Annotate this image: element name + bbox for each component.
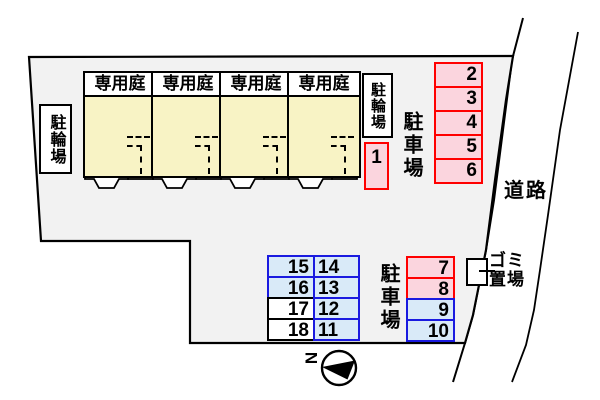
parking-space-3: 3 <box>434 86 483 112</box>
parking-space-15: 15 <box>267 255 315 278</box>
parking-space-1: 1 <box>364 142 389 190</box>
entry-path-dashed <box>331 136 354 138</box>
road-label: 道路 <box>504 180 548 202</box>
bicycle-parking-label: 駐輪場 <box>47 113 65 165</box>
bicycle-parking-box-middle: 駐輪場 <box>362 73 393 138</box>
building-unit-3: 専用庭 <box>219 71 293 178</box>
road-outer-edge-line <box>511 31 579 383</box>
private-garden-label: 専用庭 <box>289 73 359 97</box>
car-parking-label-upper: 駐車場 <box>400 111 422 180</box>
parking-space-6: 6 <box>434 158 483 184</box>
entry-path-dashed <box>127 145 142 174</box>
parking-space-10: 10 <box>406 319 455 342</box>
parking-space-18: 18 <box>267 318 315 341</box>
bicycle-parking-box-left: 駐輪場 <box>39 104 72 174</box>
garbage-leader-line <box>479 270 495 272</box>
parking-space-4: 4 <box>434 110 483 136</box>
compass-north-letter: N <box>302 351 321 365</box>
private-garden-label: 専用庭 <box>153 73 223 97</box>
north-compass-icon <box>320 349 358 387</box>
parking-space-14: 14 <box>313 255 360 278</box>
entry-path-dashed <box>331 145 346 174</box>
garbage-label-line1: ゴミ <box>489 251 525 270</box>
entry-path-dashed <box>263 145 278 174</box>
entry-path-dashed <box>263 136 286 138</box>
parking-space-12: 12 <box>313 297 360 320</box>
private-garden-label: 専用庭 <box>85 73 155 97</box>
garbage-label-line2: 置場 <box>489 270 525 289</box>
parking-space-9: 9 <box>406 298 455 321</box>
parking-space-11: 11 <box>313 318 360 341</box>
entry-path-dashed <box>195 145 210 174</box>
parking-space-13: 13 <box>313 276 360 299</box>
entry-path-dashed <box>195 136 218 138</box>
parking-space-8: 8 <box>406 277 455 300</box>
garbage-station-box <box>466 258 488 286</box>
building-unit-4: 専用庭 <box>287 71 361 178</box>
building-unit-2: 専用庭 <box>151 71 225 178</box>
parking-space-5: 5 <box>434 134 483 160</box>
garbage-station-label: ゴミ 置場 <box>489 251 525 289</box>
building-unit-1: 専用庭 <box>83 71 157 178</box>
entry-path-dashed <box>127 136 150 138</box>
parking-space-7: 7 <box>406 256 455 279</box>
parking-space-17: 17 <box>267 297 315 320</box>
private-garden-label: 専用庭 <box>221 73 291 97</box>
car-parking-label-lower: 駐車場 <box>377 263 399 332</box>
parking-space-16: 16 <box>267 276 315 299</box>
parking-space-2: 2 <box>434 62 483 88</box>
bicycle-parking-label: 駐輪場 <box>369 81 386 130</box>
